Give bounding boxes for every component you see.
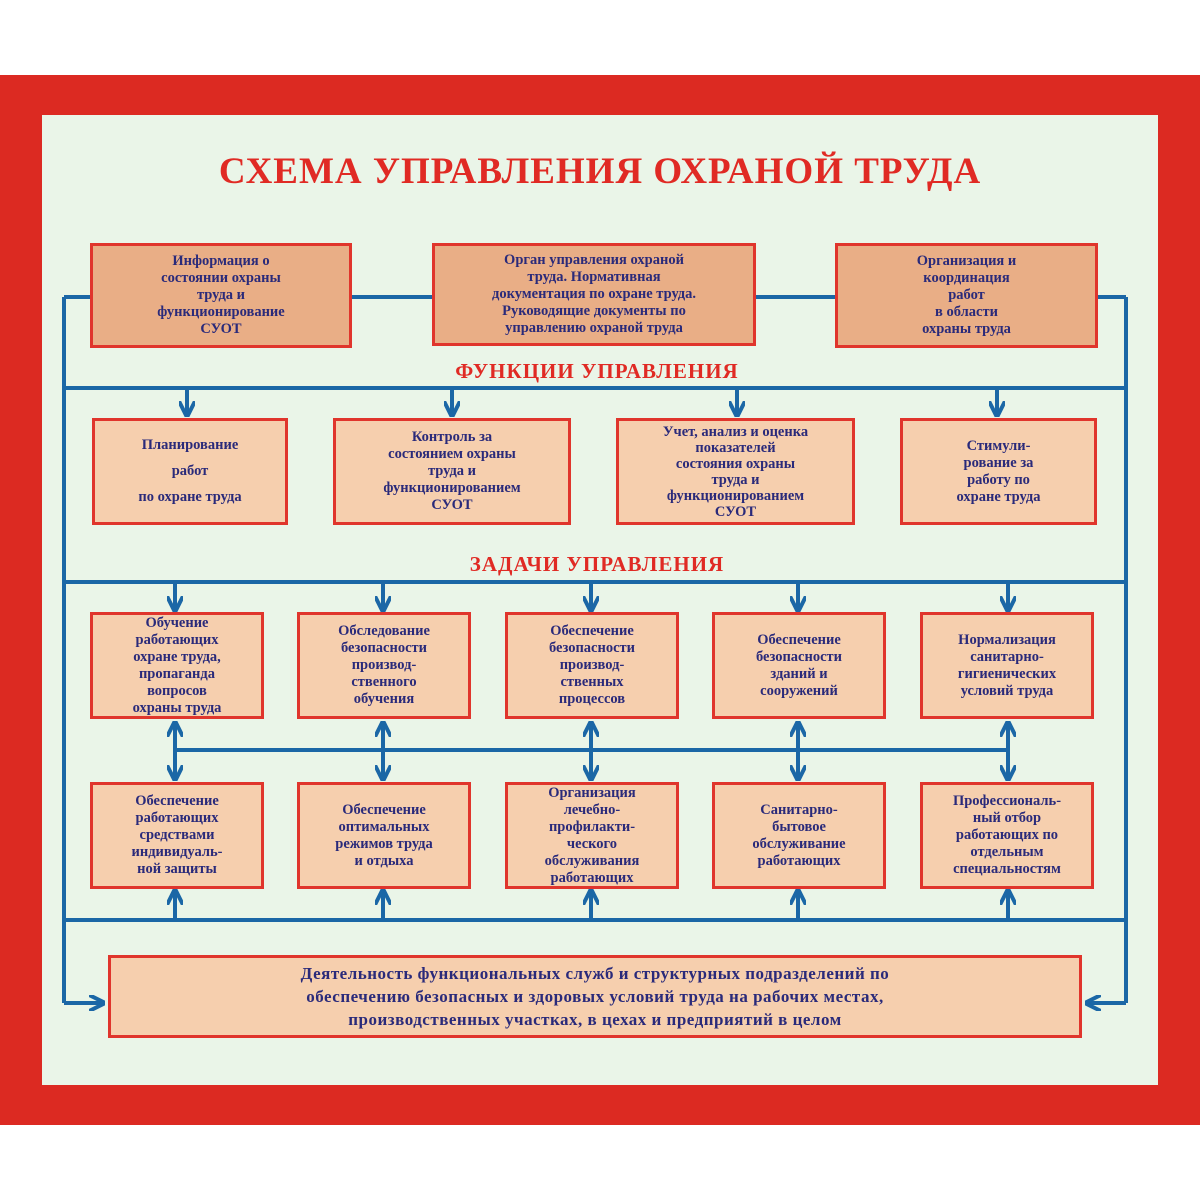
tasks-heading: ЗАДАЧИ УПРАВЛЕНИЯ bbox=[469, 552, 725, 576]
task-box: Профессиональ- ный отбор работающих по о… bbox=[920, 782, 1094, 889]
function-box: Планирование работ по охране труда bbox=[92, 418, 288, 525]
task-box: Санитарно- бытовое обслуживание работающ… bbox=[712, 782, 886, 889]
coordination-box: Организация и координация работ в област… bbox=[835, 243, 1098, 348]
bottom-activity-box: Деятельность функциональных служб и стру… bbox=[108, 955, 1082, 1038]
function-box: Стимули- рование за работу по охране тру… bbox=[900, 418, 1097, 525]
function-box: Контроль за состоянием охраны труда и фу… bbox=[333, 418, 571, 525]
task-box: Обеспечение безопасности зданий и сооруж… bbox=[712, 612, 886, 719]
functions-heading: ФУНКЦИИ УПРАВЛЕНИЯ bbox=[455, 359, 739, 383]
task-box: Обучение работающих охране труда, пропаг… bbox=[90, 612, 264, 719]
task-box: Обеспечение работающих средствами индиви… bbox=[90, 782, 264, 889]
management-body-box: Орган управления охраной труда. Норматив… bbox=[432, 243, 756, 346]
task-box: Обследование безопасности производ- стве… bbox=[297, 612, 471, 719]
task-box: Организация лечебно- профилакти- ческого… bbox=[505, 782, 679, 889]
page-title: СХЕМА УПРАВЛЕНИЯ ОХРАНОЙ ТРУДА bbox=[218, 151, 982, 192]
task-box: Обеспечение оптимальных режимов труда и … bbox=[297, 782, 471, 889]
task-box: Обеспечение безопасности производ- ствен… bbox=[505, 612, 679, 719]
function-box: Учет, анализ и оценка показателей состоя… bbox=[616, 418, 855, 525]
info-box: Информация о состоянии охраны труда и фу… bbox=[90, 243, 352, 348]
task-box: Нормализация санитарно- гигиенических ус… bbox=[920, 612, 1094, 719]
